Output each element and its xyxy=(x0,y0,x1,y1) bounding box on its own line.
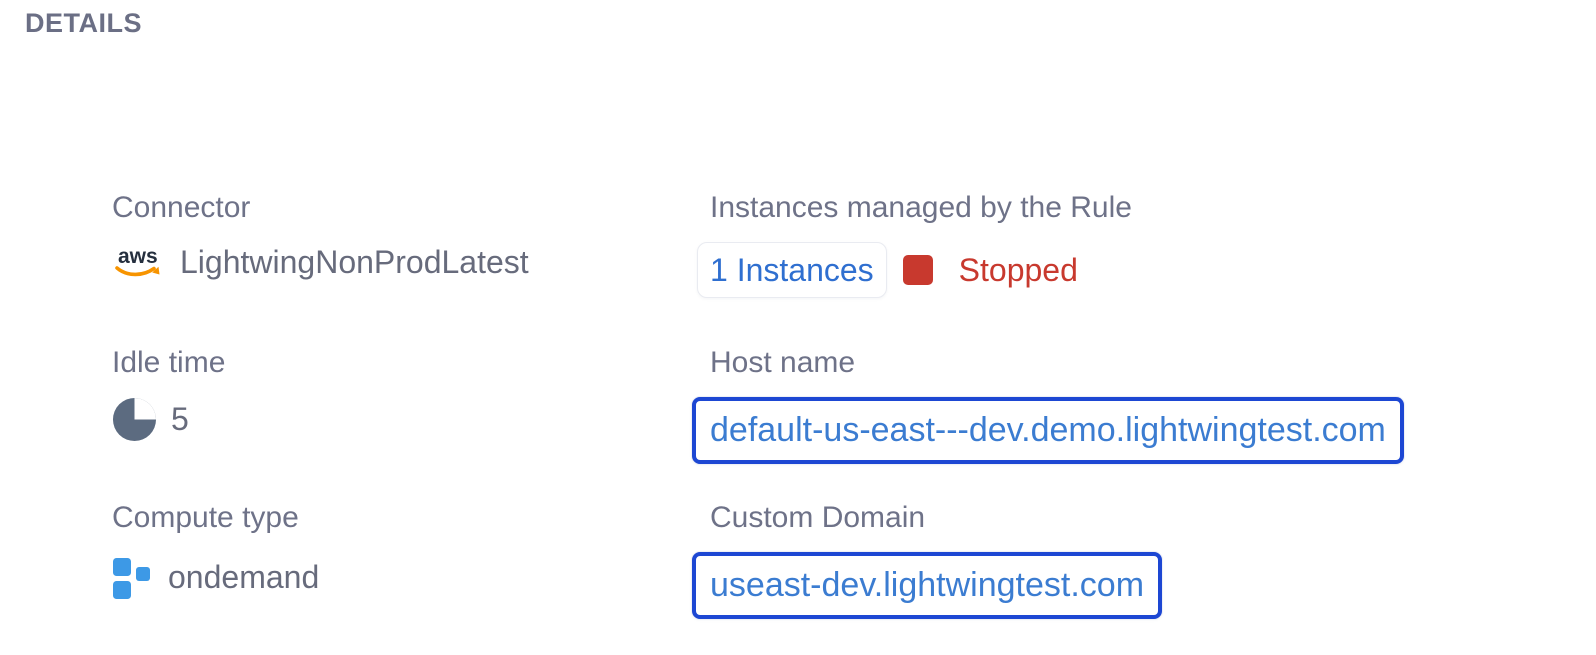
host-name-value-row: default-us-east---dev.demo.lightwingtest… xyxy=(692,397,1404,464)
compute-type-label: Compute type xyxy=(112,501,299,534)
field-instances: Instances managed by the Rule 1 Instance… xyxy=(697,190,1404,299)
host-name-link[interactable]: default-us-east---dev.demo.lightwingtest… xyxy=(692,397,1404,464)
compute-type-squares-icon xyxy=(112,552,154,602)
instances-label: Instances managed by the Rule xyxy=(710,191,1132,224)
connector-value-row: aws LightwingNonProdLatest xyxy=(112,242,710,282)
idle-time-label: Idle time xyxy=(112,346,226,379)
idle-time-pie-icon xyxy=(112,397,157,442)
compute-type-value: ondemand xyxy=(168,558,320,595)
idle-time-value-row: 5 xyxy=(112,397,710,442)
connector-value: LightwingNonProdLatest xyxy=(180,243,529,280)
idle-time-value: 5 xyxy=(171,401,189,438)
details-grid: Connector aws LightwingNonProdLatest Ins… xyxy=(112,190,1404,655)
connector-label: Connector xyxy=(112,191,251,224)
svg-text:aws: aws xyxy=(118,245,158,268)
field-custom-domain: Custom Domain useast-dev.lightwingtest.c… xyxy=(692,500,1404,619)
custom-domain-label: Custom Domain xyxy=(710,501,926,534)
field-compute-type: Compute type ondemand xyxy=(112,500,710,602)
field-host-name: Host name default-us-east---dev.demo.lig… xyxy=(692,345,1404,464)
field-connector: Connector aws LightwingNonProdLatest xyxy=(112,190,710,282)
compute-type-value-row: ondemand xyxy=(112,552,710,602)
instances-value-row: 1 Instances Stopped xyxy=(697,242,1404,299)
custom-domain-link[interactable]: useast-dev.lightwingtest.com xyxy=(692,552,1163,619)
host-name-label: Host name xyxy=(710,346,856,379)
field-idle-time: Idle time 5 xyxy=(112,345,710,442)
page-title: DETAILS xyxy=(25,8,142,38)
stopped-status-square-icon xyxy=(902,255,933,286)
status-label: Stopped xyxy=(958,252,1078,288)
instances-count-link[interactable]: 1 Instances xyxy=(697,242,887,299)
aws-icon: aws xyxy=(112,242,166,282)
custom-domain-value-row: useast-dev.lightwingtest.com xyxy=(692,552,1404,619)
